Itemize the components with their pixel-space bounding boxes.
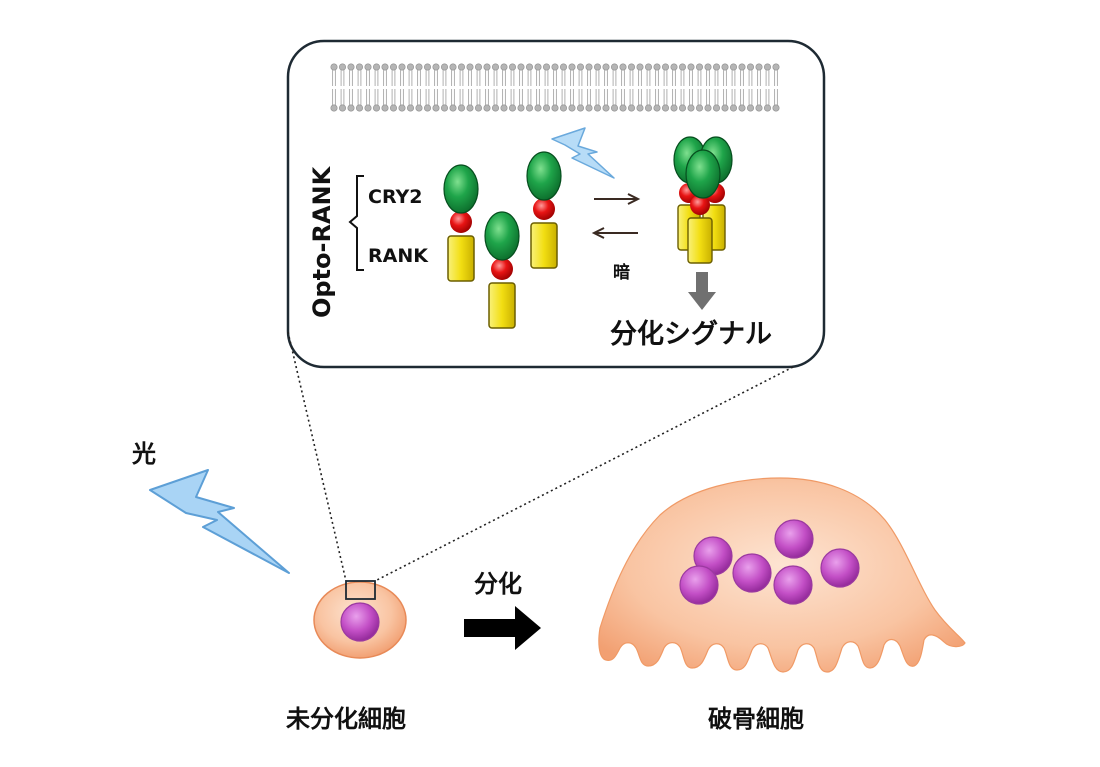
linker-domain	[533, 198, 555, 220]
differentiation-label: 分化	[474, 570, 522, 598]
light-lightning-icon	[551, 127, 615, 179]
signal-label: 分化シグナル	[610, 318, 772, 350]
nucleus	[820, 548, 860, 588]
zoom-region-box	[345, 580, 376, 600]
differentiation-arrow-icon	[464, 606, 541, 650]
undifferentiated-cell-label: 未分化細胞	[286, 705, 406, 733]
cry2-label: CRY2	[368, 186, 423, 208]
rank-domain	[447, 235, 475, 282]
osteoclast-cell	[598, 477, 966, 673]
opto-rank-monomer	[526, 151, 562, 269]
construct-bracket	[348, 175, 364, 271]
opto-rank-monomer	[484, 211, 520, 329]
nucleus	[732, 553, 772, 593]
cell-membrane	[330, 63, 780, 112]
linker-domain	[491, 258, 513, 280]
signal-arrow-icon	[688, 272, 716, 310]
cry2-domain	[526, 151, 562, 201]
rank-domain	[488, 282, 516, 329]
nucleus	[340, 602, 380, 642]
light-label: 光	[131, 440, 156, 468]
opto-rank-label: Opto-RANK	[308, 165, 336, 318]
zoom-guide-line	[287, 331, 347, 582]
osteoclast-label: 破骨細胞	[708, 705, 804, 733]
zoom-guide-line	[374, 366, 794, 582]
linker-domain	[450, 211, 472, 233]
nucleus	[679, 565, 719, 605]
nucleus	[774, 519, 814, 559]
cry2-domain	[443, 164, 479, 214]
rank-label: RANK	[368, 245, 429, 267]
dark-label: 暗	[613, 262, 630, 283]
reverse-arrow-icon	[591, 227, 638, 239]
opto-rank-monomer	[443, 164, 479, 282]
undifferentiated-cell	[313, 580, 407, 659]
opto-rank-cluster	[673, 136, 733, 264]
zoom-panel	[286, 39, 826, 369]
rank-domain	[530, 222, 558, 269]
cry2-domain	[484, 211, 520, 261]
forward-arrow-icon	[594, 193, 641, 205]
large-lightning-icon	[149, 469, 290, 574]
nucleus	[773, 565, 813, 605]
